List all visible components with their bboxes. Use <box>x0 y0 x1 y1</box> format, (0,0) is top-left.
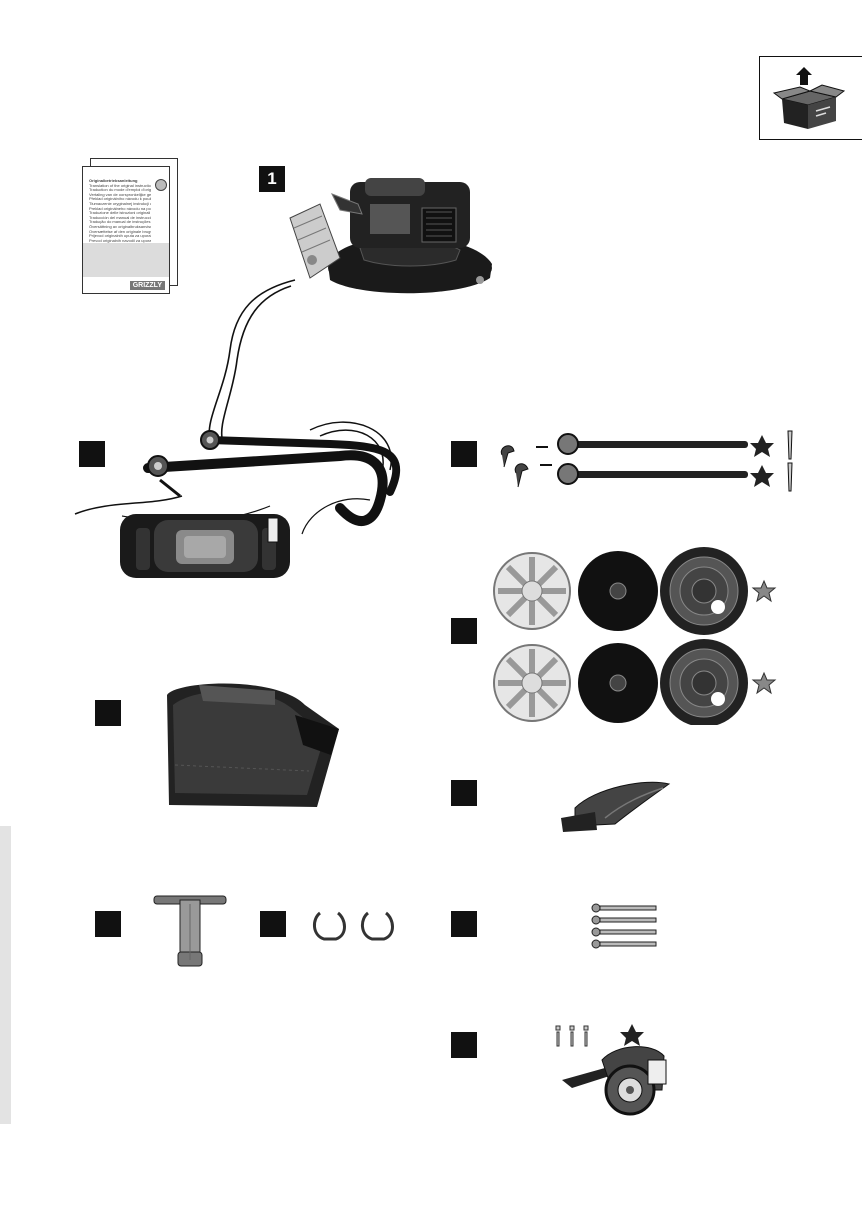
wheels-and-hubcaps-icon <box>493 547 777 725</box>
lower-handle-bars-icon <box>500 430 793 492</box>
item-number-badge: 1 <box>259 166 285 192</box>
item-number-badge-5 <box>95 700 121 726</box>
unpack-box-icon <box>759 56 862 140</box>
manual-text-lines: Originalbetriebsanleitung Translation of… <box>89 179 151 243</box>
manual-brand-logo: GRIZZLY <box>129 281 165 290</box>
manual-line: Oversættelse af den originale brugsanvis… <box>89 229 151 234</box>
item-number-badge-7 <box>95 911 121 937</box>
item-number-badge-2 <box>79 441 105 467</box>
manual-line: Traduction du mode d'emploi d'origine <box>89 188 151 193</box>
bowden-cable <box>208 279 296 443</box>
lawnmower-motor-unit-icon <box>289 178 492 294</box>
grass-catcher-icon <box>167 683 339 807</box>
manual-line: Traduzione delle istruzioni originali <box>89 211 151 216</box>
manual-line: Translation of the original instructions <box>89 183 151 188</box>
item-number-badge-4 <box>451 618 477 644</box>
manual-line: Vertaling van de oorspronkelijke gebruik… <box>89 192 151 197</box>
manual-line: Tłumaczenie oryginalnej instrukcji obsłu… <box>89 201 151 206</box>
item-number-badge-6 <box>451 780 477 806</box>
handle-with-control-panel-icon <box>74 421 401 578</box>
page-side-tab <box>0 826 11 1124</box>
manual-seal-icon <box>155 179 167 191</box>
manual-line: Prijevod originalnih uputa za uporabu <box>89 234 151 239</box>
manual-line: Tradução do manual de instruções origina… <box>89 220 151 225</box>
operating-manual-icon: Originalbetriebsanleitung Translation of… <box>82 166 170 294</box>
manual-line: Překlad originálního návodu k používání <box>89 197 151 202</box>
mulching-wedge-icon <box>561 781 671 832</box>
item-number-badge-9 <box>451 911 477 937</box>
front-swivel-wheel-icon <box>555 1024 667 1116</box>
manual-line: Traducción del manual de instrucciones o… <box>89 215 151 220</box>
manual-grey-band <box>83 243 169 277</box>
cable-clips-icon <box>313 911 394 941</box>
manual-line: Översättning av originalbruksanvisning <box>89 224 151 229</box>
manual-line: Prevod originalnih navodil za uporabo <box>89 238 151 243</box>
manual-line: Preklad originálneho návodu na použitie <box>89 206 151 211</box>
item-number-badge-10 <box>451 1032 477 1058</box>
item-number-badge-3 <box>451 441 477 467</box>
manual-line: Originalbetriebsanleitung <box>89 179 138 183</box>
screws-icon <box>591 903 657 949</box>
operating-manual: Originalbetriebsanleitung Translation of… <box>80 158 180 298</box>
item-number-badge-8 <box>260 911 286 937</box>
spark-plug-wrench-icon <box>153 895 227 967</box>
